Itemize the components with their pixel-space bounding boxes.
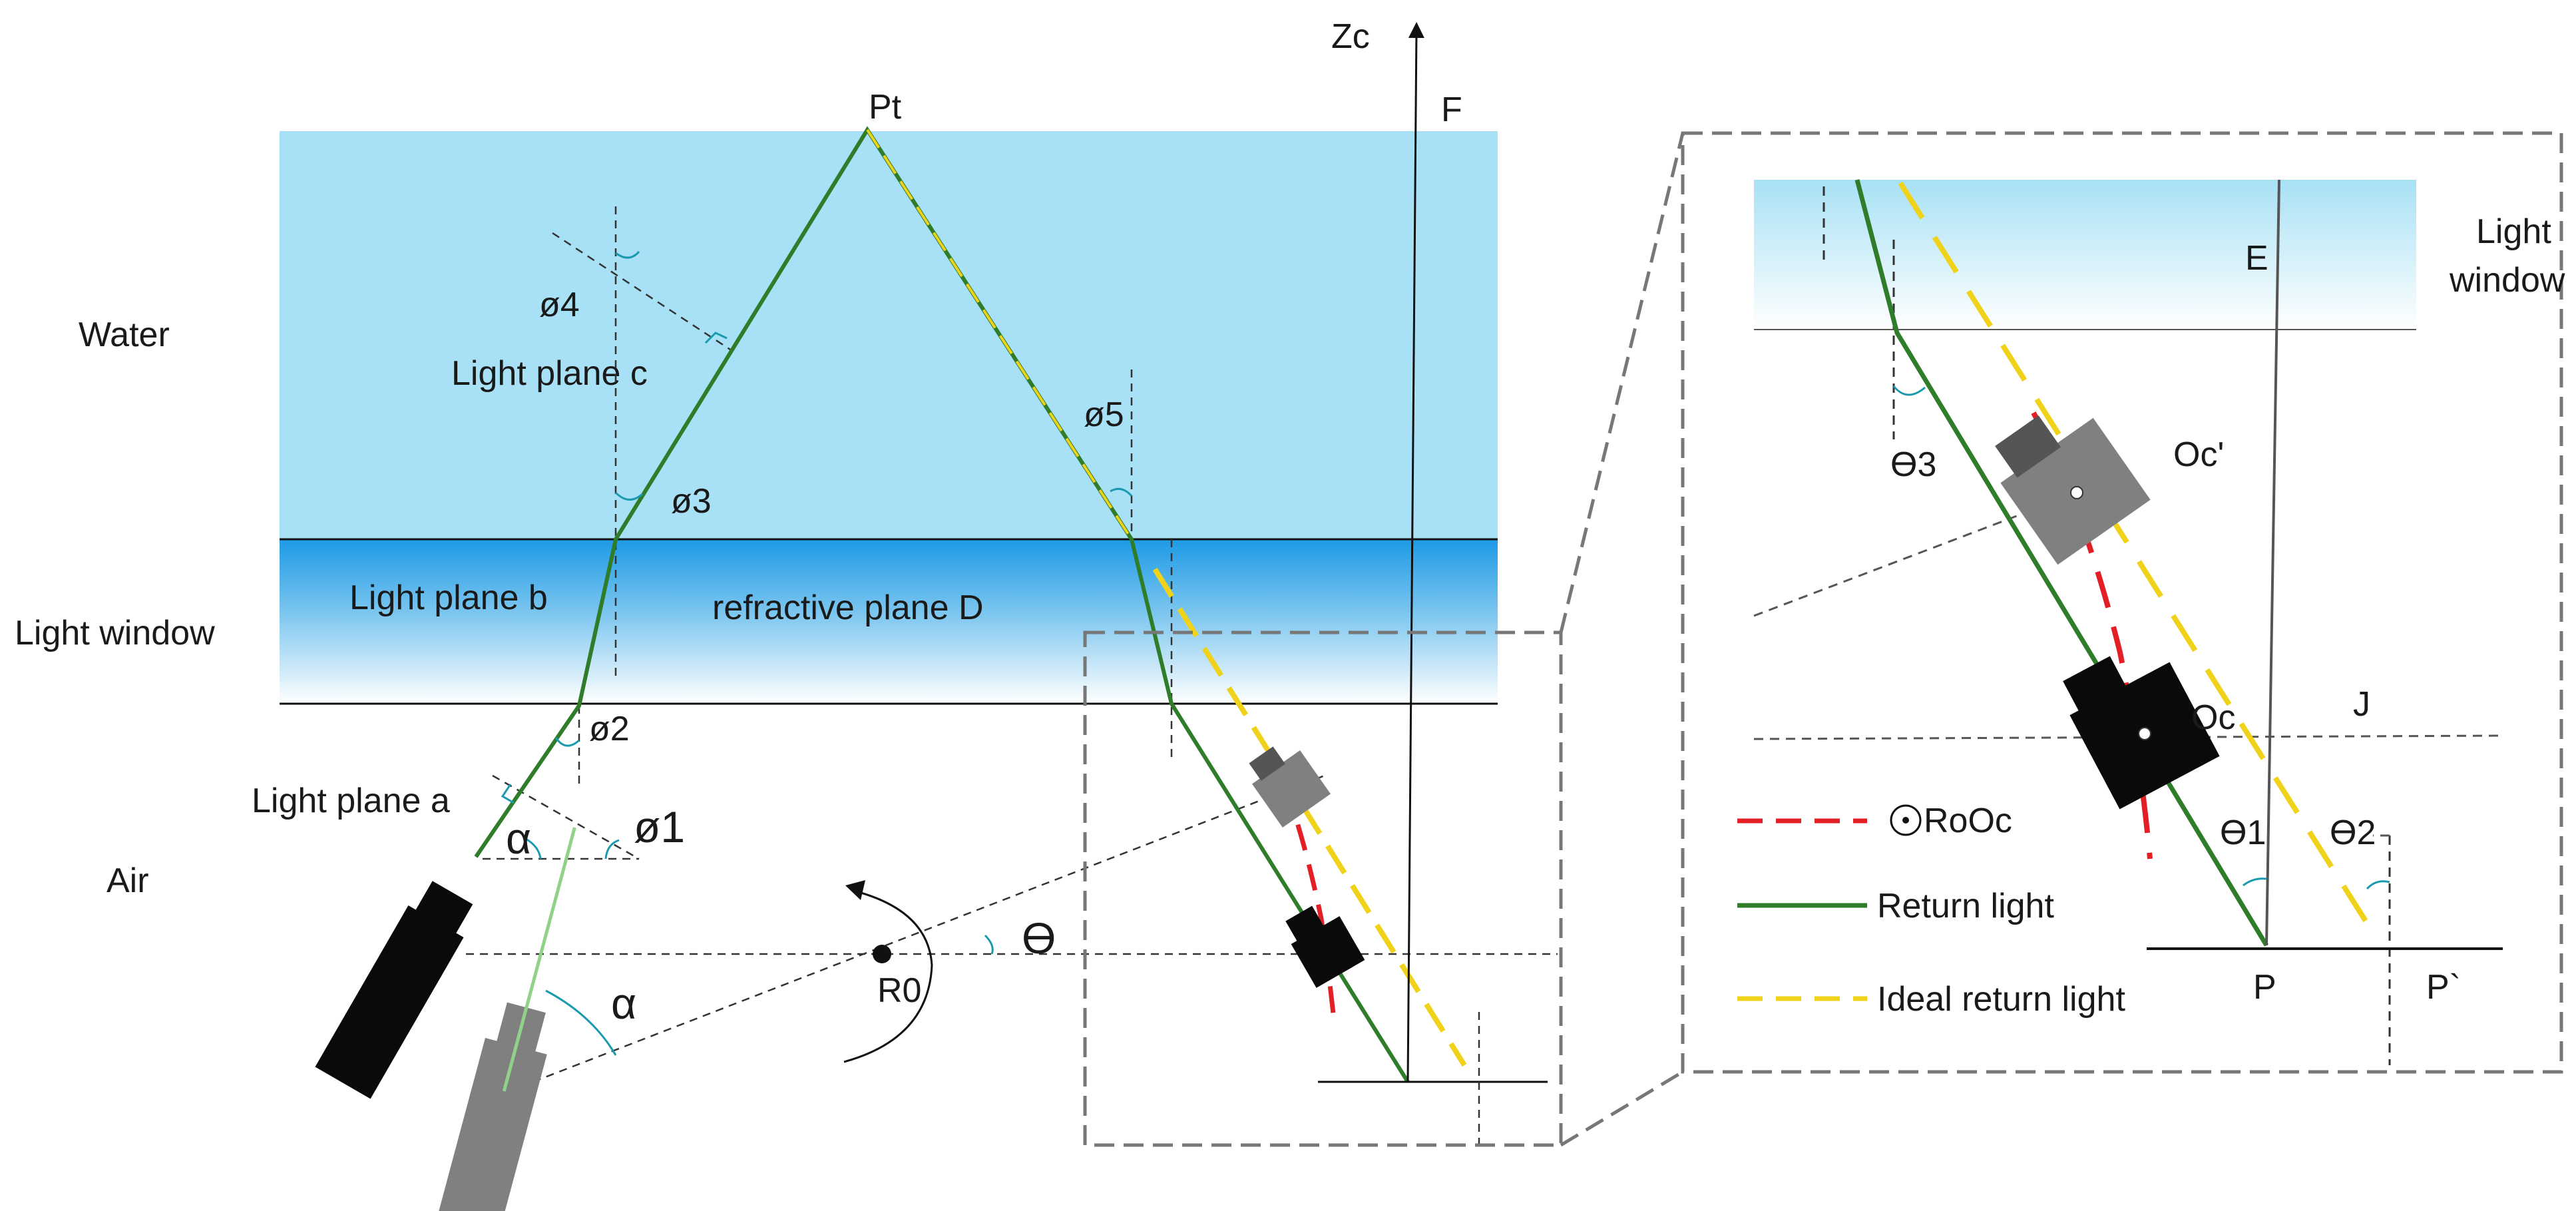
angle-phi4-label: ø4 — [539, 286, 580, 324]
small-black-camera — [1285, 905, 1365, 988]
point-p-label: P — [2253, 968, 2276, 1007]
ideal-ray-extension — [1152, 567, 1467, 1067]
legend-label-ideal-return-light: Ideal return light — [1877, 980, 2125, 1019]
inset-ideal-return-light — [1898, 181, 2369, 924]
light-plane-a-label: Light plane a — [252, 782, 450, 820]
gray-camera-main — [437, 827, 576, 1211]
angle-theta1-label: Ɵ1 — [2220, 814, 2266, 852]
angle-alpha-label-2: α — [611, 979, 636, 1028]
point-f-label: F — [1441, 91, 1462, 129]
point-j-label: J — [2353, 685, 2370, 724]
angle-phi3-label: ø3 — [671, 482, 712, 521]
surface-normals — [578, 206, 1173, 786]
inset-angle-arcs — [1892, 385, 2390, 890]
inset-light-label: Light — [2476, 212, 2551, 251]
light-plane-c-label: Light plane c — [451, 354, 648, 393]
angle-phi2-label: ø2 — [589, 710, 630, 748]
rotation-arrow-icon — [845, 880, 865, 900]
angle-theta-label: Ɵ — [1022, 913, 1056, 963]
inset-connector-top — [1559, 132, 1685, 633]
ideal-ray-segment — [866, 128, 1133, 541]
inset-e-axis — [2265, 179, 2280, 946]
camera-rotation-path — [1282, 784, 1337, 1026]
legend-item-ideal-return-light: Ideal return light — [1737, 980, 2125, 1019]
inset-panel — [1681, 131, 2563, 1074]
water-layer — [280, 131, 1498, 539]
zc-axis — [1406, 22, 1424, 1083]
inset-oc-center — [2138, 727, 2151, 740]
angle-alpha-label-1: α — [506, 814, 531, 863]
point-r0-label: R0 — [877, 971, 921, 1010]
inset-normals — [1823, 186, 2391, 1065]
inset-window-layer — [1754, 180, 2416, 330]
inset-source-box — [1083, 630, 1563, 1147]
light-plane-b-label: Light plane b — [349, 579, 548, 617]
inset-oc-prime-center — [2070, 486, 2083, 499]
legend-label-return-light: Return light — [1877, 887, 2054, 925]
point-p-prime-label: P` — [2426, 968, 2461, 1007]
angle-phi5-label: ø5 — [1084, 395, 1124, 434]
angle-theta2-label: Ɵ2 — [2330, 814, 2376, 852]
angle-arcs — [525, 250, 1133, 1056]
legend: RoOc Return light Ideal return light — [1737, 802, 2125, 1019]
region-air-label: Air — [107, 861, 149, 900]
construction-lines — [466, 232, 1558, 1093]
legend-item-rooc: RoOc — [1737, 802, 2012, 840]
angle-theta3-label: Ɵ3 — [1890, 445, 1936, 484]
axis-zc-label: Zc — [1331, 17, 1370, 56]
point-oc-label: Oc — [2191, 698, 2235, 737]
legend-label-rooc: RoOc — [1924, 802, 2012, 840]
rotation-arc — [843, 891, 933, 1063]
small-gray-camera — [1249, 746, 1331, 828]
rotation-center-r0 — [873, 945, 891, 963]
refractive-plane-d-label: refractive plane D — [712, 589, 984, 627]
inset-window-label: window — [2449, 261, 2565, 300]
region-light-window-label: Light window — [15, 614, 215, 652]
right-angle-markers — [501, 332, 728, 804]
point-pt-label: Pt — [869, 88, 902, 126]
inset-connector-bottom — [1560, 1070, 1684, 1147]
light-window-layer — [280, 539, 1498, 704]
point-e-label: E — [2245, 239, 2268, 278]
black-camera-main — [315, 881, 473, 1099]
angle-phi1-label: ø1 — [634, 802, 685, 851]
region-water-label: Water — [79, 316, 170, 354]
point-oc-prime-label: Oc' — [2173, 435, 2224, 474]
legend-item-return-light: Return light — [1737, 887, 2054, 925]
